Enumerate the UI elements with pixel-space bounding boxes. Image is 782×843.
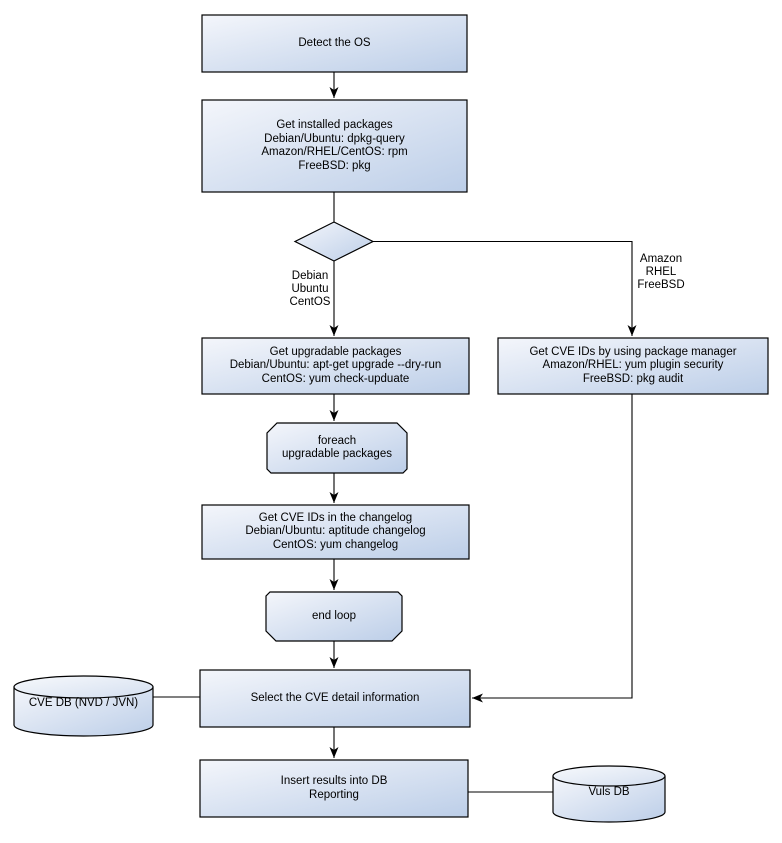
select-cve-box	[199, 669, 471, 728]
end-loop-shape	[265, 591, 403, 642]
os-decision-diamond	[293, 221, 375, 262]
get-installed-box	[201, 99, 468, 193]
foreach-loop-shape	[266, 422, 408, 474]
vuls-db-cylinder-body	[552, 776, 666, 823]
get-cve-pkgmgr-box	[497, 337, 769, 395]
detect-os-box	[201, 14, 468, 73]
cve-db-cylinder-body	[13, 687, 154, 737]
cve-db-cylinder-top	[13, 675, 154, 699]
edge-decision-to-cve-pkgmgr	[373, 240, 637, 336]
insert-results-box	[199, 759, 469, 818]
vuls-db-cylinder-top	[552, 765, 666, 787]
vuls-db-cylinder	[552, 765, 666, 823]
get-cve-changelog-box	[201, 504, 470, 560]
cve-db-cylinder	[13, 675, 154, 737]
edge-cve-pkgmgr-to-select	[472, 394, 633, 703]
get-upgradable-box	[201, 337, 470, 395]
